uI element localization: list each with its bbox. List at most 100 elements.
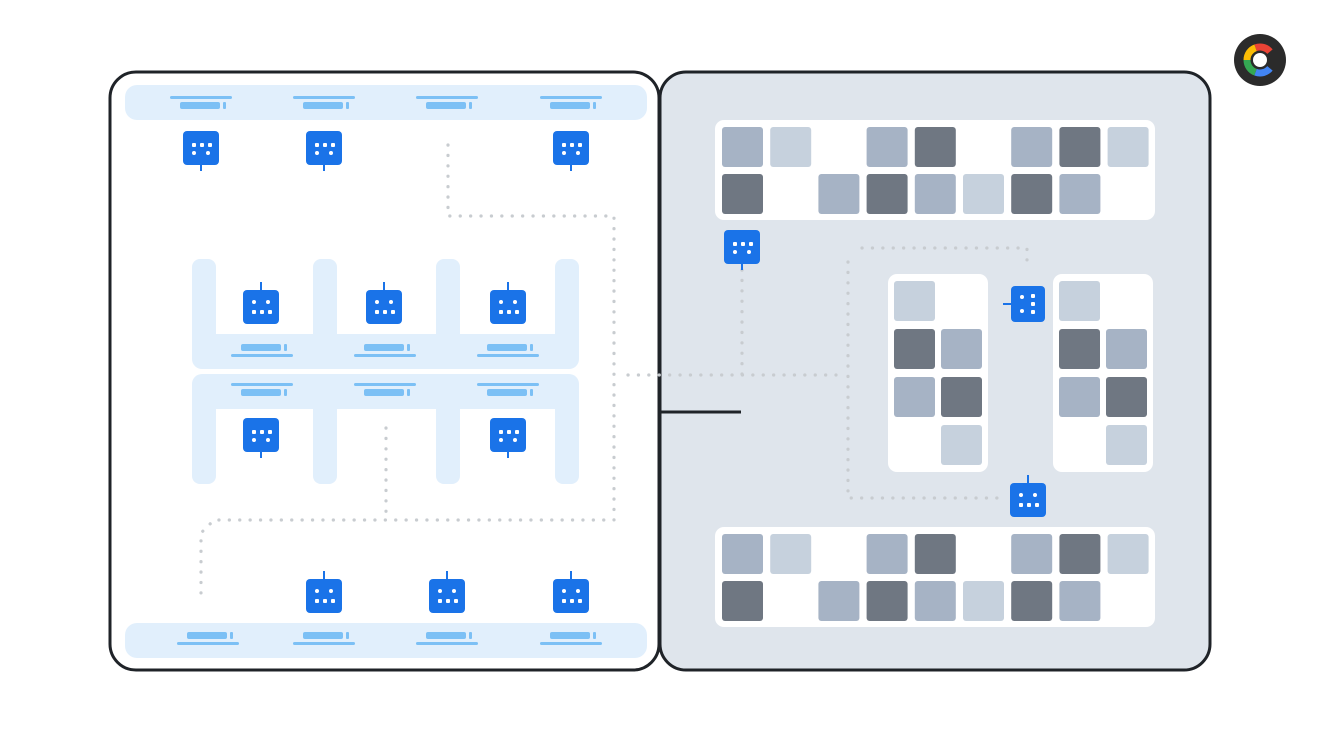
robot-light — [570, 599, 574, 603]
robot-light — [562, 143, 566, 147]
shelf-label-tick — [230, 632, 233, 639]
robot-mast — [323, 163, 325, 171]
shelf-post — [436, 259, 460, 359]
logo-ring-segment — [1254, 43, 1273, 55]
shelf-label — [487, 389, 527, 396]
robot-light — [499, 310, 503, 314]
logo-ring-segment — [1254, 65, 1273, 77]
shelf-label-tick — [223, 102, 226, 109]
shelf-label-tick — [346, 102, 349, 109]
shelf-label-tick — [593, 102, 596, 109]
robot-mast — [741, 262, 743, 270]
robot-mast — [446, 571, 448, 580]
robot-mast — [260, 450, 262, 458]
shelf-label-line — [293, 96, 355, 99]
robot-icon — [724, 230, 760, 270]
robots — [183, 131, 1046, 613]
robot-icon — [243, 418, 279, 458]
robot-light — [562, 599, 566, 603]
robot-icon — [1010, 475, 1046, 517]
shelf-label-tick — [530, 344, 533, 351]
robot-eye — [329, 589, 333, 593]
shelf-label-tick — [407, 389, 410, 396]
robot-mast — [323, 571, 325, 580]
robot-light — [375, 310, 379, 314]
robot-body — [553, 131, 589, 165]
robot-mast — [383, 282, 385, 291]
storage-bin — [770, 534, 812, 574]
shelf-label-line — [416, 96, 478, 99]
robot-light — [192, 143, 196, 147]
robot-eye — [252, 300, 256, 304]
storage-bin — [1107, 127, 1149, 167]
robot-light — [454, 599, 458, 603]
robot-icon — [306, 131, 342, 171]
storage-bin — [963, 174, 1004, 214]
shelf-bottom — [125, 623, 647, 658]
storage-bin — [866, 127, 908, 167]
shelf-label-tick — [346, 632, 349, 639]
shelf-label — [241, 389, 281, 396]
path-left-loop — [199, 143, 616, 597]
robot-light — [499, 430, 503, 434]
robot-eye — [206, 151, 210, 155]
robot-icon — [490, 282, 526, 324]
shelf-label — [426, 102, 466, 109]
robot-eye — [192, 151, 196, 155]
robot-light — [252, 310, 256, 314]
robot-light — [578, 143, 582, 147]
shelf-post — [192, 384, 216, 484]
robot-mast — [507, 282, 509, 291]
robot-mast — [260, 282, 262, 291]
robot-eye — [499, 300, 503, 304]
shelf-label — [303, 102, 343, 109]
robot-mast — [1003, 303, 1012, 305]
storage-bin — [1011, 127, 1053, 167]
robot-eye — [389, 300, 393, 304]
shelf-post — [192, 259, 216, 359]
robot-mast — [200, 163, 202, 171]
robot-light — [200, 143, 204, 147]
bin-column-left — [888, 274, 988, 472]
shelf-label-line — [477, 354, 539, 357]
bin-column-right — [1053, 274, 1153, 472]
robot-eye — [1033, 493, 1037, 497]
storage-bin — [1059, 127, 1101, 167]
robot-light — [208, 143, 212, 147]
robot-icon — [243, 282, 279, 324]
robot-light — [260, 310, 264, 314]
robot-body — [724, 230, 760, 264]
robot-body — [306, 579, 342, 613]
shelf-label-line — [354, 383, 416, 386]
robot-eye — [329, 151, 333, 155]
robot-light — [391, 310, 395, 314]
shelf-label-line — [177, 642, 239, 645]
robot-eye — [513, 438, 517, 442]
storage-bin — [941, 329, 982, 369]
storage-bin — [818, 581, 860, 621]
robot-body — [490, 290, 526, 324]
robot-light — [1019, 503, 1023, 507]
robot-mast — [507, 450, 509, 458]
robot-light — [749, 242, 753, 246]
robot-light — [507, 310, 511, 314]
robot-eye — [562, 151, 566, 155]
storage-bin — [1059, 174, 1101, 214]
robot-light — [315, 599, 319, 603]
storage-bin — [894, 377, 935, 417]
shelf-label — [364, 344, 404, 351]
robot-eye — [315, 151, 319, 155]
shelf-label — [303, 632, 343, 639]
shelf-label — [426, 632, 466, 639]
robot-icon — [1003, 286, 1045, 322]
robot-light — [315, 143, 319, 147]
robot-eye — [499, 438, 503, 442]
storage-bin — [1011, 534, 1053, 574]
robot-light — [1031, 302, 1035, 306]
shelf-top — [125, 85, 647, 120]
storage-bin — [722, 581, 763, 621]
storage-bin — [1106, 425, 1147, 465]
storage-bin — [941, 377, 982, 417]
shelf-label-tick — [469, 632, 472, 639]
shelf-label-line — [293, 642, 355, 645]
